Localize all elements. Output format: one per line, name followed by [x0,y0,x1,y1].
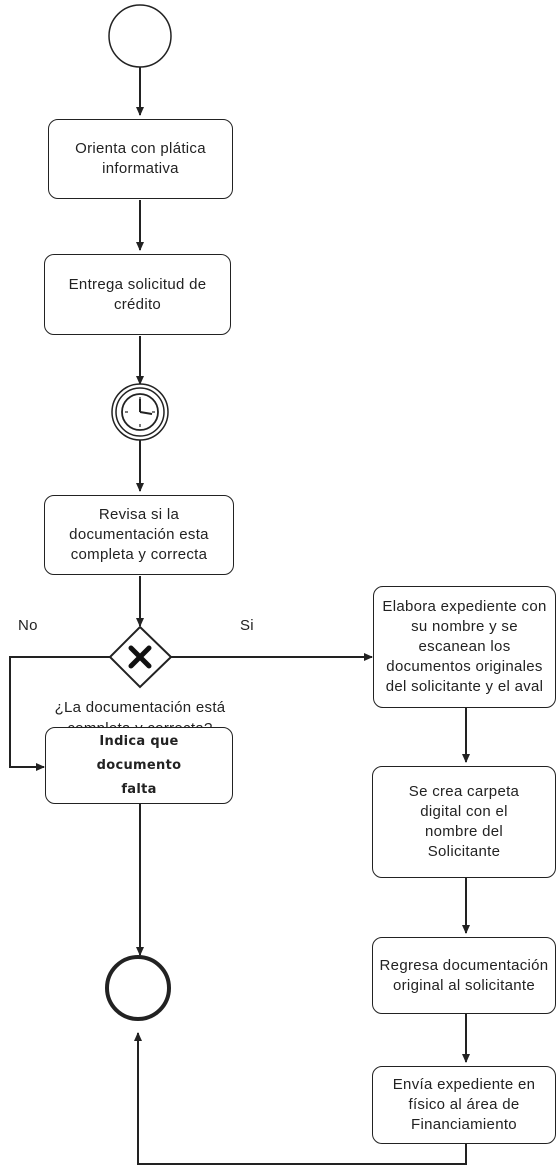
task-elabora: Elabora expediente con su nombre y se es… [373,586,556,708]
task-envia-label: Envía expediente en físico al área de Fi… [392,1076,536,1133]
task-regresa-label: Regresa documentación original al solici… [379,956,549,994]
task-indica: Indica que documento falta [45,727,233,804]
task-orienta: Orienta con plática informativa [48,119,233,199]
timer-clock-icon [111,383,169,441]
start-event-circle [108,4,172,68]
task-revisa-label: Revisa si la documentación esta completa… [69,506,209,563]
task-elabora-label: Elabora expediente con su nombre y se es… [382,598,547,695]
connector-gateway-no-branch [9,656,110,771]
task-carpeta-label: Se crea carpeta digital con el nombre de… [408,783,520,860]
gateway-question-line1: ¿La documentación está [54,699,226,716]
task-indica-label: Indica que documento falta [96,733,182,797]
gateway-si-label: Si [240,617,254,634]
task-entrega-label: Entrega solicitud de crédito [68,275,207,313]
task-entrega: Entrega solicitud de crédito [44,254,231,335]
connector-envia-to-end [134,1032,467,1165]
exclusive-gateway-x-icon [108,625,173,689]
task-revisa: Revisa si la documentación esta completa… [44,495,234,575]
task-regresa: Regresa documentación original al solici… [372,937,556,1014]
gateway-no-label: No [18,617,38,634]
task-envia: Envía expediente en físico al área de Fi… [372,1066,556,1144]
task-carpeta: Se crea carpeta digital con el nombre de… [372,766,556,878]
task-orienta-label: Orienta con plática informativa [75,140,206,177]
end-event-circle [105,955,171,1021]
